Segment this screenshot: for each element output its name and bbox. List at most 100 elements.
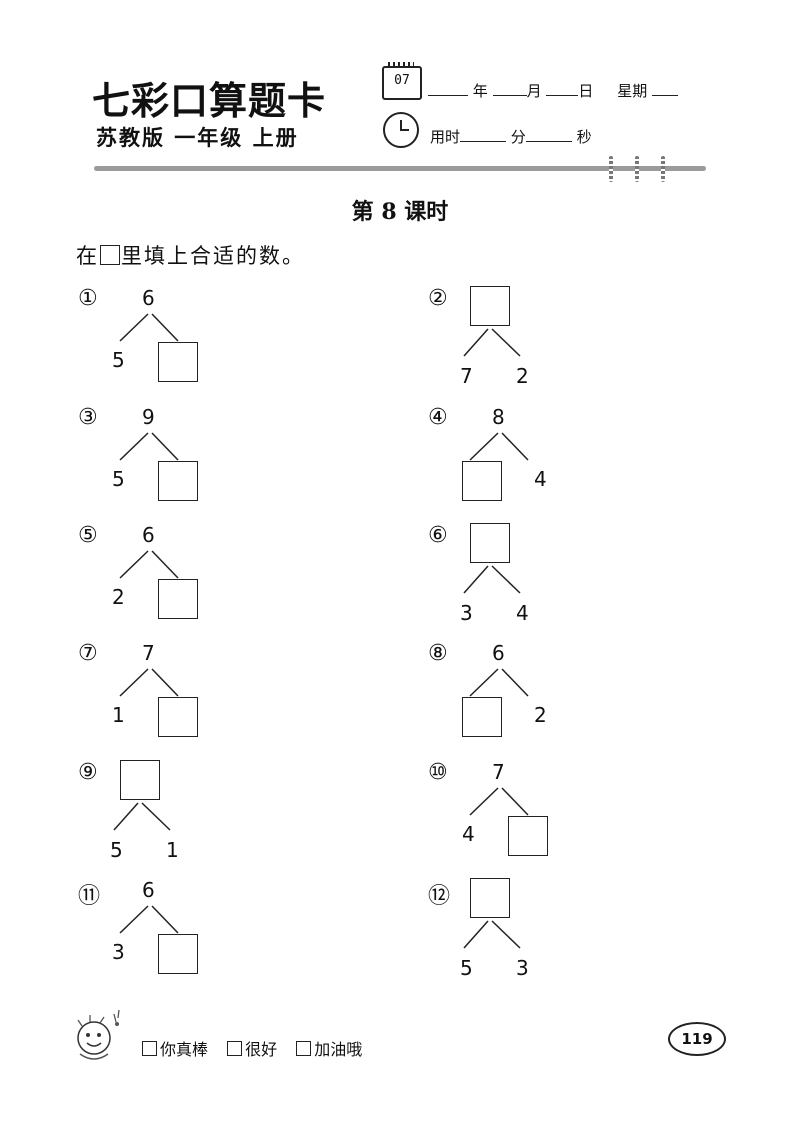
problem-label: ⑩	[428, 760, 448, 785]
problem-label: ⑧	[428, 641, 448, 666]
mascot-icon	[77, 1009, 120, 1060]
answer-box[interactable]	[158, 934, 198, 974]
rating-option-good[interactable]: 很好	[227, 1040, 277, 1059]
number-bond-problem: ⑤ 6 2	[78, 523, 278, 633]
day-label: 日	[578, 82, 594, 100]
left-number: 1	[112, 703, 125, 727]
checkbox-icon[interactable]	[142, 1041, 157, 1056]
left-number: 5	[112, 348, 125, 372]
top-number: 6	[142, 286, 155, 310]
problem-label: ⑫	[428, 884, 451, 909]
number-bond-problem: ⑩ 7 4	[428, 760, 628, 870]
number-bond-problem: ② 7 2	[428, 286, 628, 396]
answer-box[interactable]	[158, 697, 198, 737]
top-number: 7	[492, 760, 505, 784]
calendar-number: 07	[394, 73, 410, 88]
problem-label: ②	[428, 286, 448, 311]
problem-label: ⑨	[78, 760, 98, 785]
weekday-blank[interactable]	[652, 81, 679, 96]
answer-box[interactable]	[470, 286, 510, 326]
minutes-blank[interactable]	[460, 127, 507, 142]
answer-box[interactable]	[120, 760, 160, 800]
number-bond-problem: ⑧ 6 2	[428, 641, 628, 751]
branch-lines	[463, 565, 521, 594]
year-blank[interactable]	[428, 81, 468, 96]
rating-option-great[interactable]: 你真棒	[142, 1040, 208, 1059]
left-number: 7	[460, 364, 473, 388]
instruction: 在里填上合适的数。	[76, 240, 305, 270]
month-blank[interactable]	[492, 81, 527, 96]
self-rating: 你真棒 很好 加油哦	[142, 1036, 376, 1060]
date-fields: 年 月 日 星期	[428, 80, 679, 101]
problem-label: ⑥	[428, 523, 448, 548]
seconds-blank[interactable]	[525, 127, 572, 142]
left-number: 2	[112, 585, 125, 609]
branch-lines	[119, 550, 179, 579]
time-fields: 用时 分 秒	[430, 126, 592, 147]
checkbox-icon[interactable]	[227, 1041, 243, 1056]
branch-lines	[463, 920, 521, 949]
brand-title: 七彩口算题卡	[92, 78, 327, 123]
day-blank[interactable]	[546, 81, 579, 96]
left-number: 5	[110, 838, 123, 862]
top-number: 6	[492, 641, 505, 665]
time-used-label: 用时	[430, 128, 461, 146]
top-number: 7	[142, 641, 155, 665]
month-label: 月	[526, 82, 542, 100]
branch-lines	[119, 313, 179, 342]
problem-label: ⑦	[78, 641, 98, 666]
answer-box[interactable]	[158, 461, 198, 501]
branch-lines	[119, 432, 179, 461]
rating-label: 很好	[245, 1040, 278, 1059]
right-number: 2	[534, 703, 547, 727]
instruction-text-before: 在	[76, 244, 99, 268]
answer-box[interactable]	[508, 816, 548, 856]
right-number: 3	[516, 956, 529, 980]
year-label: 年	[472, 82, 488, 100]
branch-lines	[113, 802, 171, 831]
rating-option-keep-going[interactable]: 加油哦	[296, 1040, 362, 1059]
left-number: 5	[460, 956, 473, 980]
problem-label: ④	[428, 405, 448, 430]
rating-label: 加油哦	[314, 1040, 363, 1059]
instruction-text-after: 里填上合适的数。	[121, 244, 305, 268]
top-number: 6	[142, 878, 155, 902]
binder-pin-icon	[660, 156, 666, 182]
square-box-icon	[100, 245, 120, 265]
lesson-title: 第 8 课时	[351, 199, 449, 225]
left-number: 3	[460, 601, 473, 625]
top-number: 9	[142, 405, 155, 429]
answer-box[interactable]	[462, 697, 502, 737]
binder-pin-icon	[634, 156, 640, 182]
binder-pin-icon	[608, 156, 614, 182]
answer-box[interactable]	[158, 579, 198, 619]
branch-lines	[469, 432, 529, 461]
number-bond-problem: ⑦ 7 1	[78, 641, 278, 751]
left-number: 4	[462, 822, 475, 846]
clock-icon	[383, 112, 419, 148]
problem-label: ⑤	[78, 523, 98, 548]
calendar-icon: 07	[382, 62, 422, 100]
weekday-label: 星期	[617, 82, 648, 100]
branch-lines	[469, 668, 529, 697]
answer-box[interactable]	[470, 523, 510, 563]
right-number: 2	[516, 364, 529, 388]
problem-label: ③	[78, 405, 98, 430]
checkbox-icon[interactable]	[296, 1041, 312, 1056]
branch-lines	[463, 328, 521, 357]
problem-label: ⑪	[78, 884, 101, 909]
seconds-label: 秒	[576, 128, 592, 146]
branch-lines	[119, 905, 179, 934]
answer-box[interactable]	[462, 461, 502, 501]
rating-label: 你真棒	[160, 1040, 209, 1059]
right-number: 4	[534, 467, 547, 491]
answer-box[interactable]	[158, 342, 198, 382]
top-number: 6	[142, 523, 155, 547]
answer-box[interactable]	[470, 878, 510, 918]
